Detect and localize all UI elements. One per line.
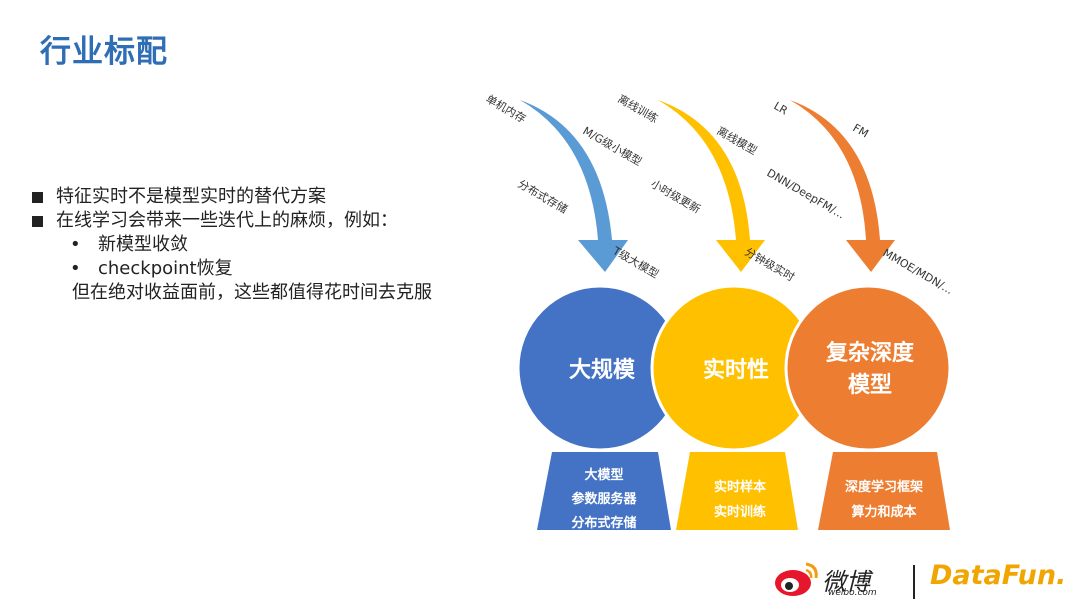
orange-arrow bbox=[790, 100, 895, 272]
dot-bullet-icon: • bbox=[70, 234, 81, 255]
bullet-list: 特征实时不是模型实时的替代方案 在线学习会带来一些迭代上的麻烦，例如： • 新模型… bbox=[32, 185, 432, 305]
bullet-item: 在线学习会带来一些迭代上的麻烦，例如： bbox=[32, 209, 432, 233]
weibo-domain-text: weibo.com bbox=[828, 588, 877, 598]
base-trapezoid-blue bbox=[537, 452, 671, 530]
sub-bullet-text: checkpoint恢复 bbox=[98, 258, 233, 279]
circle-label: 大规模 bbox=[569, 358, 636, 383]
bullet-text: 特征实时不是模型实时的替代方案 bbox=[56, 186, 326, 207]
circle-label: 模型 bbox=[848, 373, 892, 398]
arrow-label: 分钟级实时 bbox=[743, 244, 798, 284]
bullet-text: 在线学习会带来一些迭代上的麻烦，例如： bbox=[56, 210, 398, 231]
base-text: 深度学习框架 bbox=[845, 479, 923, 495]
arrow-label: 小时级更新 bbox=[649, 176, 704, 216]
base-text: 实时训练 bbox=[714, 504, 766, 520]
base-text: 分布式存储 bbox=[571, 515, 636, 531]
base-text: 算力和成本 bbox=[851, 504, 916, 520]
square-bullet-icon bbox=[32, 215, 43, 227]
weibo-logo-text: 微博 bbox=[822, 568, 870, 596]
weibo-logo-icon bbox=[775, 562, 818, 596]
dot-bullet-icon: • bbox=[70, 258, 81, 279]
base-text: 参数服务器 bbox=[571, 491, 637, 507]
arrow-label: T级大模型 bbox=[610, 243, 662, 281]
circle-label: 复杂深度 bbox=[825, 340, 915, 366]
arrow-label: FM bbox=[851, 121, 871, 140]
bullet-item: 特征实时不是模型实时的替代方案 bbox=[32, 185, 432, 209]
circle-deep-model bbox=[784, 284, 952, 452]
arrow-label: 单机内存 bbox=[484, 91, 529, 125]
circle-label: 实时性 bbox=[703, 357, 769, 383]
sub-bullet-item: • checkpoint恢复 bbox=[32, 257, 432, 281]
arrow-label: LR bbox=[772, 99, 791, 117]
sub-bullet-item: • 新模型收敛 bbox=[32, 233, 432, 257]
conclusion-text: 但在绝对收益面前，这些都值得花时间去克服 bbox=[72, 282, 432, 303]
datafun-logo: DataFun. bbox=[930, 560, 1067, 591]
base-trapezoid-yellow bbox=[676, 452, 798, 530]
arrow-label: 离线训练 bbox=[616, 91, 661, 125]
base-trapezoid-orange bbox=[818, 452, 950, 530]
arrow-label: DNN/DeepFM/... bbox=[765, 166, 847, 221]
arrow-label: 分布式存储 bbox=[516, 176, 571, 216]
logo-separator bbox=[913, 565, 915, 599]
blue-arrow bbox=[520, 100, 628, 272]
base-text: 大模型 bbox=[584, 467, 623, 483]
base-text: 实时样本 bbox=[714, 479, 766, 495]
square-bullet-icon bbox=[32, 191, 43, 203]
slide-title: 行业标配 bbox=[40, 34, 168, 70]
yellow-arrow bbox=[658, 100, 765, 272]
sub-bullet-text: 新模型收敛 bbox=[98, 234, 188, 255]
